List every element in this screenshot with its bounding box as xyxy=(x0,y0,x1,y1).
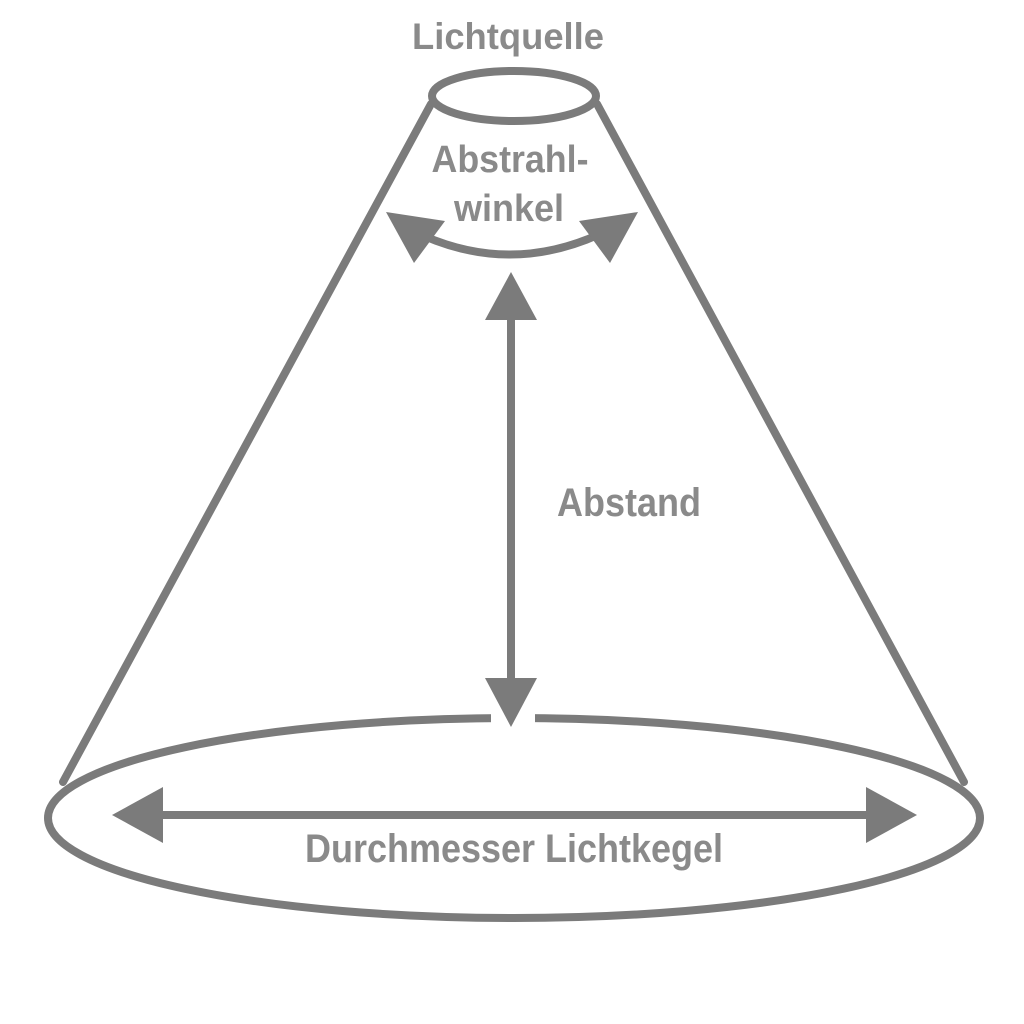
distance-arrowhead-top xyxy=(485,272,537,320)
light-source-label: Lichtquelle xyxy=(412,16,604,57)
light-source-ellipse xyxy=(428,67,600,125)
beam-angle-label-line2: winkel xyxy=(453,188,564,230)
distance-arrowhead-bottom xyxy=(485,678,537,727)
cone-diameter-label: Durchmesser Lichtkegel xyxy=(305,827,723,871)
distance-label: Abstand xyxy=(557,481,701,525)
cone-left-edge-line xyxy=(59,100,435,786)
diameter-arrowhead-right xyxy=(866,787,917,843)
beam-angle-arrowhead-right xyxy=(579,212,638,263)
beam-angle-arrowhead-left xyxy=(386,212,445,263)
cone-right-edge-line xyxy=(593,100,968,786)
beam-angle-label-line1: Abstrahl- xyxy=(432,139,589,181)
beam-angle-arc xyxy=(422,230,602,259)
diameter-arrowhead-left xyxy=(112,787,163,843)
